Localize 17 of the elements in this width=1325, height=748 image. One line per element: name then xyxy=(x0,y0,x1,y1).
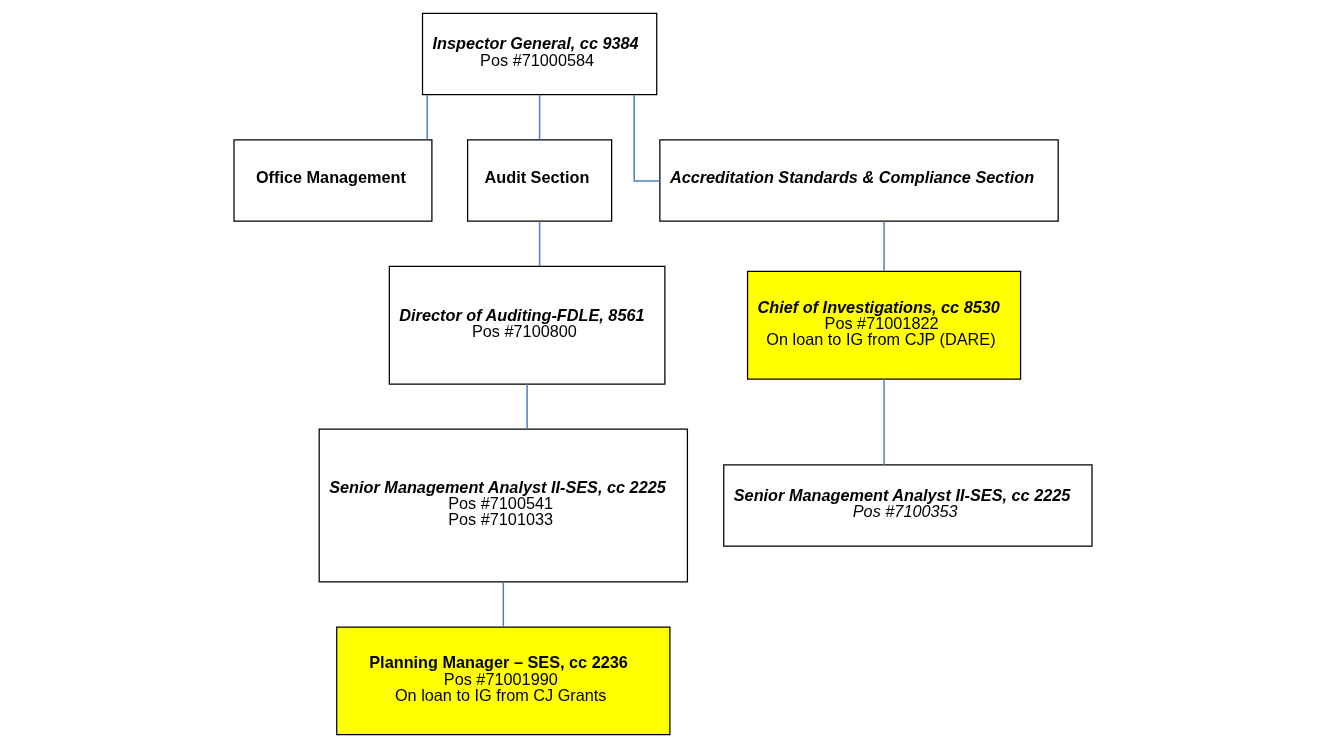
connector xyxy=(632,94,660,182)
connector xyxy=(502,581,504,628)
node-box: Accreditation Standards & Compliance Section xyxy=(658,139,1059,222)
connector xyxy=(538,220,540,267)
node-box: Audit Section xyxy=(466,139,612,222)
node-box: Planning Manager – SES, cc 2236 Pos #71001990 On loan to IG from CJ Grants xyxy=(335,626,670,736)
node-box: Chief of Investigations, cc 8530 Pos #71001822 On loan to IG from CJP (DARE) xyxy=(746,270,1021,380)
node-box: Senior Management Analyst II-SES, cc 2225 Pos #7100541 Pos #7101033 xyxy=(318,428,688,583)
node-box: Office Management xyxy=(232,139,433,222)
connector xyxy=(525,383,528,430)
connector xyxy=(425,93,428,141)
node-box: Director of Auditing-FDLE, 8561 Pos #7100800 xyxy=(388,265,665,385)
node-box: Senior Management Analyst II-SES, cc 2225 Pos #7100353 xyxy=(722,464,1093,547)
connector xyxy=(882,378,885,466)
node-box: Inspector General, cc 9384 Pos #71000584 xyxy=(421,12,657,96)
connector xyxy=(882,220,885,272)
connector xyxy=(538,93,540,141)
